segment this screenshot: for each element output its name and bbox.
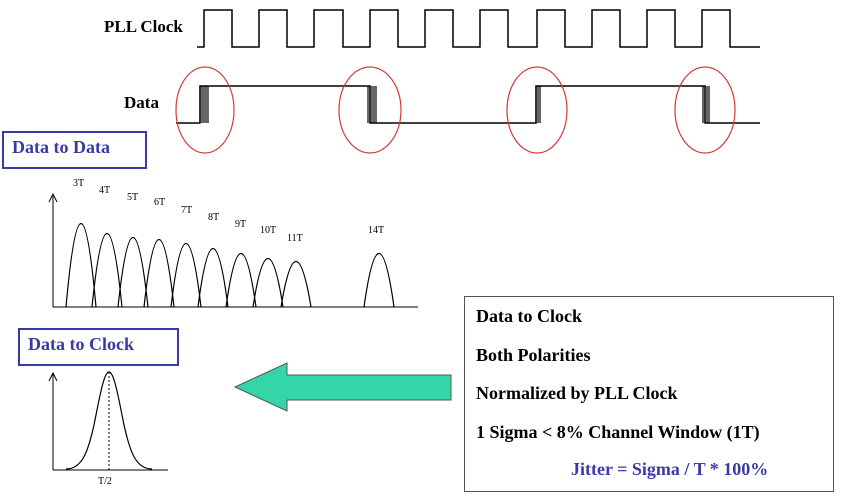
t-half-tick-label: T/2 bbox=[98, 476, 112, 487]
green-arrow bbox=[233, 362, 452, 412]
peak-label-7t: 7T bbox=[181, 205, 193, 216]
peak-label-8t: 8T bbox=[208, 212, 220, 223]
peak-5t bbox=[117, 237, 149, 308]
peak-4t bbox=[91, 233, 123, 308]
jitter-highlight-ellipses bbox=[175, 66, 736, 154]
data-to-clock-title: Data to Clock bbox=[18, 328, 179, 366]
info-line-normalized: Normalized by PLL Clock bbox=[476, 383, 678, 403]
data-to-data-title: Data to Data bbox=[2, 131, 147, 169]
data-label: Data bbox=[124, 93, 159, 112]
peak-label-4t: 4T bbox=[99, 185, 111, 196]
peak-8t bbox=[197, 248, 229, 308]
peak-6t bbox=[143, 238, 175, 308]
peak-label-10t: 10T bbox=[260, 225, 277, 236]
data-to-data-axes bbox=[48, 192, 418, 308]
peak-7t bbox=[170, 242, 202, 308]
info-line-data-to-clock: Data to Clock bbox=[476, 306, 582, 326]
peak-label-5t: 5T bbox=[127, 192, 139, 203]
info-box: Data to Clock Both Polarities Normalized… bbox=[464, 296, 834, 492]
peak-3t bbox=[65, 222, 97, 308]
data-to-clock-axes bbox=[48, 371, 168, 471]
peak-9t bbox=[225, 253, 257, 308]
data-to-clock-title-text: Data to Clock bbox=[28, 334, 134, 354]
data-to-data-title-text: Data to Data bbox=[12, 137, 110, 157]
pll-clock-waveform bbox=[197, 9, 760, 48]
info-line-sigma: 1 Sigma < 8% Channel Window (1T) bbox=[476, 422, 760, 442]
peak-11t bbox=[280, 260, 312, 308]
pll-clock-label: PLL Clock bbox=[104, 17, 183, 36]
peak-label-11t: 11T bbox=[287, 233, 303, 244]
peak-10t bbox=[252, 257, 284, 308]
data-waveform bbox=[176, 85, 760, 124]
data-to-data-peaks bbox=[65, 222, 395, 308]
info-line-both-polarities: Both Polarities bbox=[476, 345, 591, 365]
peak-14t bbox=[363, 253, 395, 308]
peak-label-14t: 14T bbox=[368, 225, 385, 236]
peak-label-9t: 9T bbox=[235, 219, 247, 230]
peak-label-6t: 6T bbox=[154, 197, 166, 208]
peak-label-3t: 3T bbox=[73, 178, 85, 189]
jitter-formula: Jitter = Sigma / T * 100% bbox=[571, 459, 769, 479]
data-transition-jitter bbox=[199, 86, 710, 123]
